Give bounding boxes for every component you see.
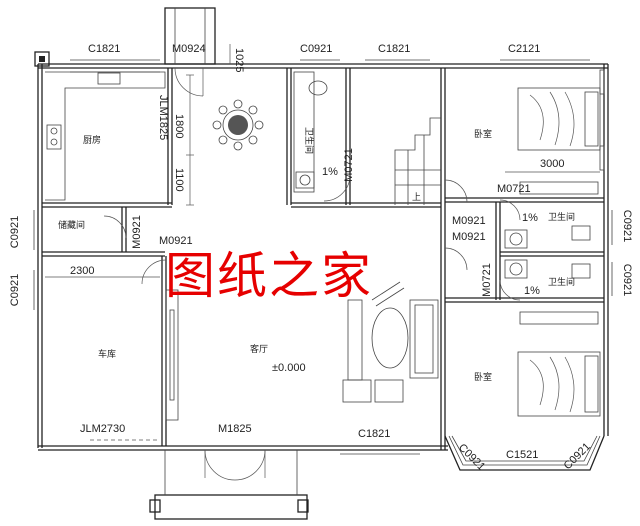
window-label: C1821 bbox=[378, 43, 410, 55]
door-label: M0721 bbox=[343, 148, 355, 182]
door-label: M0921 bbox=[131, 215, 143, 249]
dimension-label: 3000 bbox=[540, 158, 564, 170]
door-label: M0921 bbox=[452, 215, 486, 227]
wardrobe-lower bbox=[519, 311, 599, 325]
wardrobe-upper bbox=[519, 181, 599, 195]
bay-window bbox=[444, 435, 605, 471]
sofa-set bbox=[342, 281, 439, 403]
bath-fixtures bbox=[293, 71, 591, 279]
slope-label: 1% bbox=[524, 285, 540, 297]
door-label: JLM1825 bbox=[157, 95, 169, 140]
staircase bbox=[394, 117, 441, 205]
bed-lower bbox=[517, 351, 601, 417]
slope-label: 1% bbox=[322, 166, 338, 178]
window-label: C1821 bbox=[358, 428, 390, 440]
dining-table bbox=[212, 99, 264, 151]
room-label-storage: 储藏间 bbox=[58, 219, 85, 231]
kitchen-counter bbox=[45, 71, 166, 201]
watermark: 图纸之家 bbox=[165, 247, 373, 305]
dimension-label: 2300 bbox=[70, 265, 94, 277]
dimension-label: 1025 bbox=[233, 48, 245, 72]
window-label: C0921 bbox=[9, 216, 21, 248]
window-label: C0921 bbox=[300, 43, 332, 55]
window-label: C1821 bbox=[88, 43, 120, 55]
elevation-label: ±0.000 bbox=[272, 362, 306, 374]
room-label-kitchen: 厨房 bbox=[83, 134, 101, 146]
window-label: C0921 bbox=[621, 210, 633, 242]
room-label-garage: 车库 bbox=[98, 348, 116, 360]
bed-upper bbox=[517, 69, 605, 171]
door-label: M0721 bbox=[481, 263, 493, 297]
stair-up-label: 上 bbox=[412, 192, 421, 203]
door-label: M0921 bbox=[452, 231, 486, 243]
window-label: C0921 bbox=[456, 442, 487, 473]
window-label: C2121 bbox=[508, 43, 540, 55]
room-label-bath-right-lower: 卫生间 bbox=[548, 276, 575, 288]
dimension-label: 1100 bbox=[173, 168, 185, 192]
door-label: M1825 bbox=[218, 423, 252, 435]
room-label-bedroom-lower: 卧室 bbox=[474, 371, 492, 383]
dimension-lines bbox=[45, 44, 600, 278]
door-label: M0721 bbox=[497, 183, 531, 195]
room-label-bath-right-upper: 卫生间 bbox=[548, 211, 575, 223]
door-label: JLM2730 bbox=[80, 423, 125, 435]
interior-walls bbox=[42, 68, 604, 450]
exterior-walls bbox=[34, 51, 609, 451]
door-swings bbox=[90, 67, 521, 441]
room-label-living: 客厅 bbox=[250, 343, 268, 355]
window-label: C0921 bbox=[9, 274, 21, 306]
window-label: C0921 bbox=[621, 264, 633, 296]
slope-label: 1% bbox=[522, 212, 538, 224]
door-label: M0924 bbox=[172, 43, 206, 55]
door-label: M0921 bbox=[159, 235, 193, 247]
rear-stub bbox=[164, 7, 216, 65]
room-label-bedroom-upper: 卧室 bbox=[474, 128, 492, 140]
entry-portico bbox=[149, 449, 309, 520]
room-label-bath-center: 卫生间 bbox=[303, 127, 315, 154]
dimension-label: 1800 bbox=[173, 114, 185, 138]
window-label: C0921 bbox=[562, 441, 593, 472]
window-label: C1521 bbox=[506, 449, 538, 461]
